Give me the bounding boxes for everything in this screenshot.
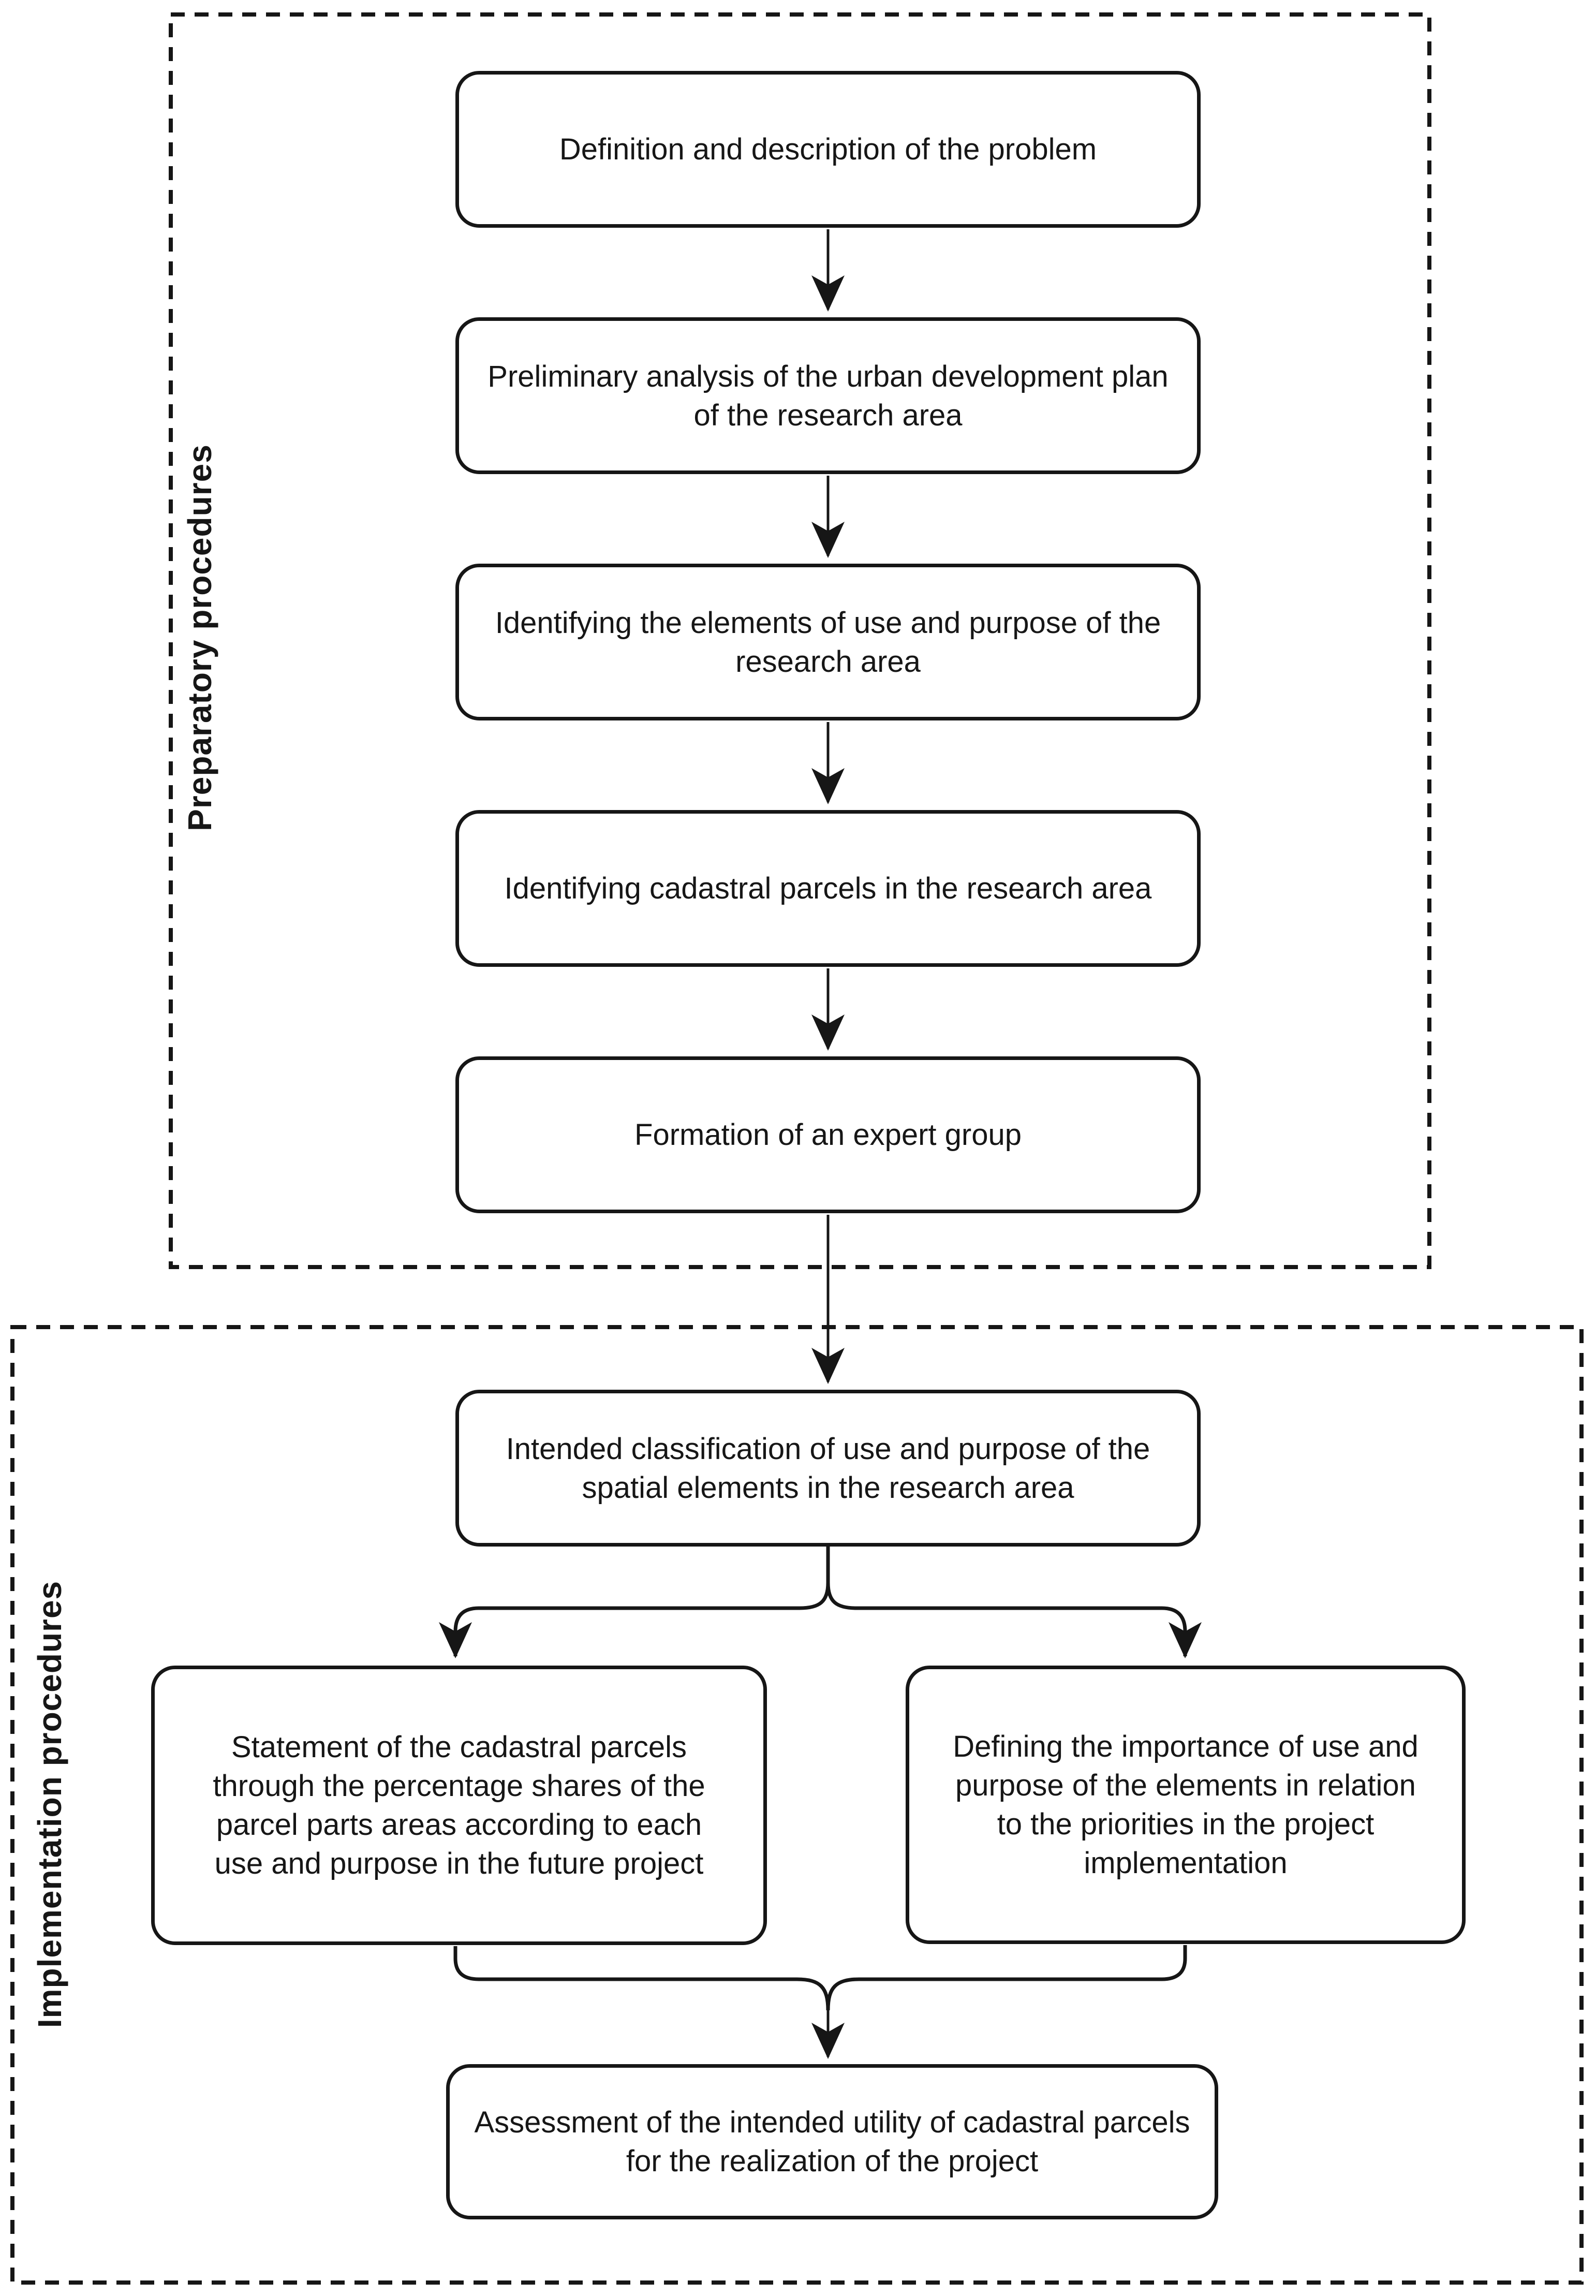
step-expert-group: Formation of an expert group bbox=[455, 1056, 1201, 1213]
step-importance-definition: Defining the importance of use and purpo… bbox=[906, 1666, 1466, 1944]
merge-branch-left bbox=[453, 1946, 830, 2011]
step-intended-classification: Intended classification of use and purpo… bbox=[455, 1390, 1201, 1547]
step-preliminary-analysis: Preliminary analysis of the urban develo… bbox=[455, 317, 1201, 474]
step-identify-elements: Identifying the elements of use and purp… bbox=[455, 564, 1201, 720]
step-parcel-statement: Statement of the cadastral parcels throu… bbox=[151, 1666, 767, 1945]
implementation-section-border bbox=[10, 1325, 1584, 2285]
step-problem-definition: Definition and description of the proble… bbox=[455, 71, 1201, 228]
split-branch-right bbox=[826, 1547, 1202, 1658]
step-identify-parcels: Identifying cadastral parcels in the res… bbox=[455, 810, 1201, 967]
preparatory-section-border bbox=[169, 12, 1431, 1269]
preparatory-section-label: Preparatory procedures bbox=[181, 444, 218, 831]
implementation-section-label: Implementation procedures bbox=[31, 1580, 68, 2028]
step-utility-assessment: Assessment of the intended utility of ca… bbox=[446, 2064, 1218, 2219]
split-branch-left bbox=[439, 1547, 830, 1658]
merge-branch-right bbox=[826, 1945, 1187, 2011]
